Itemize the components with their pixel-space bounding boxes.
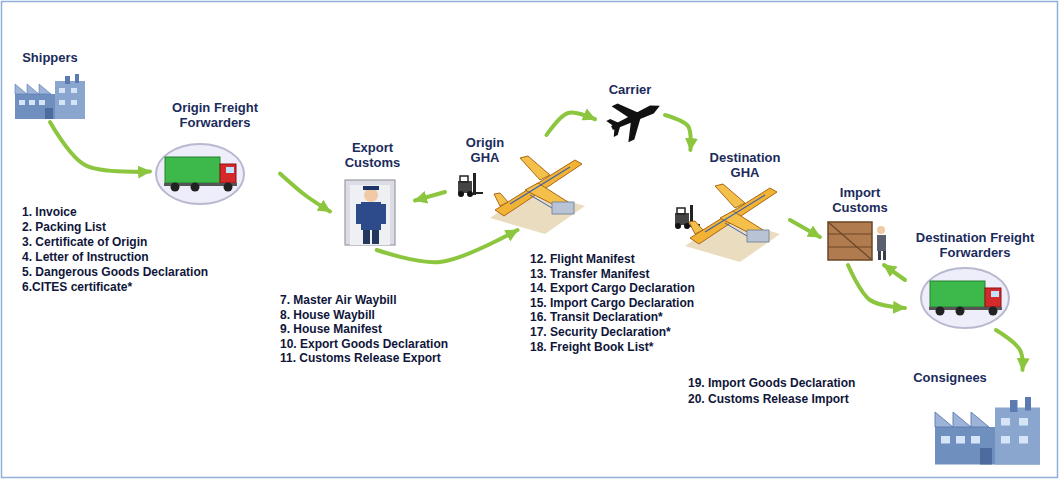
document-item: 7. Master Air Waybill: [280, 293, 396, 307]
origin-forklift-icon: [458, 173, 483, 197]
node-heading: Shippers: [10, 50, 90, 65]
document-item: 15. Import Cargo Declaration: [530, 296, 694, 310]
illustration-part: [345, 180, 395, 245]
illustration-part: [363, 230, 370, 244]
node-heading: Export Customs: [330, 140, 415, 171]
node-heading: Carrier: [595, 82, 665, 97]
flow-node: Import Customs: [820, 185, 900, 265]
flow-arrow: [790, 220, 820, 237]
flow-node: Origin Freight Forwarders: [150, 100, 280, 205]
illustration-part: [877, 226, 885, 234]
illustration-part: [828, 234, 872, 235]
document-item: 12. Flight Manifest: [530, 252, 635, 266]
document-item: 10. Export Goods Declaration: [280, 337, 448, 351]
document-item: 16. Transit Declaration*: [530, 310, 663, 324]
document-item: 5. Dangerous Goods Declaration: [22, 265, 208, 279]
illustration-part: [364, 188, 378, 202]
node-heading: Origin Freight Forwarders: [150, 100, 280, 131]
illustration-part: [878, 251, 881, 260]
destination-truck-icon: [921, 268, 1009, 328]
illustration-part: [363, 186, 379, 190]
flow-arrow: [547, 113, 596, 135]
illustration-part: [621, 117, 648, 142]
origin-truck-icon: [156, 144, 244, 204]
import-crate-icon: [828, 222, 886, 260]
destination-airport-icon: [685, 184, 780, 262]
flow-arrow: [377, 230, 518, 262]
document-item: 1. Invoice: [22, 205, 77, 219]
flow-arrow: [50, 122, 150, 172]
illustration-part: [828, 222, 872, 260]
customs-officer-icon: [345, 180, 395, 245]
illustration-part: [883, 251, 886, 260]
document-item: 13. Transfer Manifest: [530, 267, 649, 281]
document-item: 4. Letter of Instruction: [22, 250, 149, 264]
illustration-part: [606, 116, 619, 128]
flow-node: Destination Freight Forwarders: [905, 230, 1045, 330]
illustration-part: [356, 204, 361, 224]
illustration-part: [381, 204, 386, 224]
flow-node: Origin GHA: [445, 135, 590, 230]
flow-arrow: [884, 265, 905, 280]
document-item: 9. House Manifest: [280, 322, 382, 336]
flow-arrow: [996, 330, 1023, 370]
document-item: 8. House Waybill: [280, 308, 375, 322]
flow-arrow: [415, 192, 445, 201]
document-item: 17. Security Declaration*: [530, 325, 671, 339]
node-heading: Origin GHA: [455, 135, 515, 166]
flow-node: Export Customs: [330, 140, 415, 250]
flow-node: Destination GHA: [670, 150, 790, 250]
consignee-factory-icon: [935, 397, 1040, 465]
node-heading: Consignees: [900, 370, 1000, 385]
illustration-part: [350, 185, 390, 245]
node-heading: Import Customs: [820, 185, 900, 216]
flow-arrow: [665, 115, 691, 150]
document-item: 18. Freight Book List*: [530, 340, 653, 354]
document-item: 19. Import Goods Declaration: [688, 376, 855, 390]
document-item: 20. Customs Release Import: [688, 392, 849, 406]
document-item: 6.CITES certificate*: [22, 280, 132, 294]
document-item: 14. Export Cargo Declaration: [530, 281, 695, 295]
origin-airport-icon: [490, 156, 585, 234]
flow-node: Shippers: [10, 50, 90, 122]
flow-arrow: [280, 174, 330, 212]
illustration-part: [610, 125, 623, 137]
flow-node: Consignees: [895, 370, 1045, 470]
shipper-factory-icon: [15, 74, 85, 119]
document-item: 11. Customs Release Export: [280, 351, 441, 365]
node-heading: Destination GHA: [700, 150, 790, 181]
illustration-part: [828, 247, 872, 248]
illustration-part: [612, 97, 639, 122]
illustration-part: [877, 235, 886, 251]
illustration-part: [361, 202, 381, 230]
document-item: 2. Packing List: [22, 220, 106, 234]
document-item: 3. Certificate of Origin: [22, 235, 147, 249]
flow-arrow: [848, 265, 905, 308]
flow-node: Carrier: [595, 82, 665, 142]
illustration-part: [828, 222, 872, 260]
node-heading: Destination Freight Forwarders: [905, 230, 1045, 261]
illustration-part: [372, 230, 379, 244]
